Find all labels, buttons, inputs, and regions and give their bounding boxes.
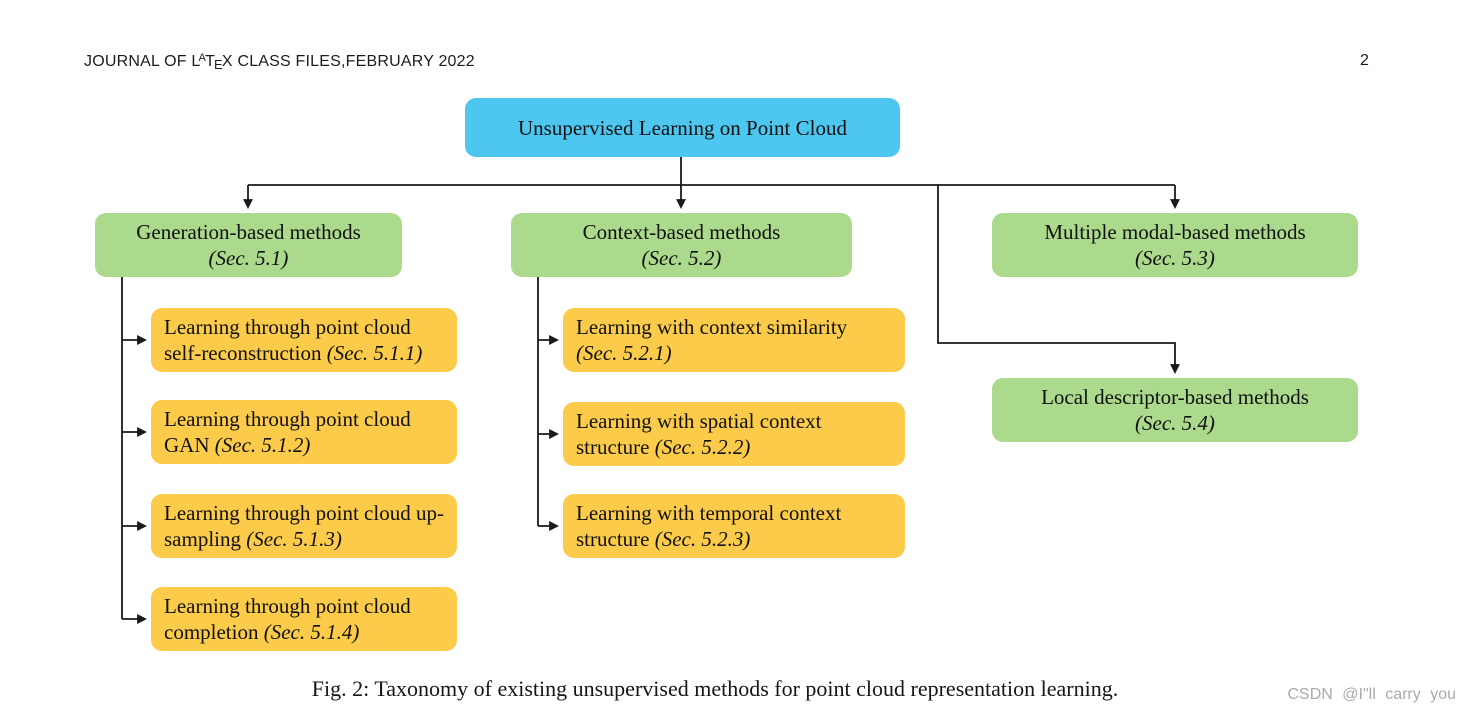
node-spatial-context-structure: Learning with spatial context structure … — [563, 402, 905, 466]
leaf-label: Learning with spatial context structure — [576, 409, 822, 459]
leaf-sec-label: (Sec. 5.1.2) — [214, 433, 311, 457]
category-sec-label: (Sec. 5.2) — [641, 246, 722, 270]
latex-logo: LATEX — [191, 52, 233, 73]
node-self-reconstruction: Learning through point cloud self-recons… — [151, 308, 457, 372]
node-local-descriptor-based: Local descriptor-based methods (Sec. 5.4… — [992, 378, 1358, 442]
category-label: Local descriptor-based methods — [1041, 385, 1309, 409]
node-gan: Learning through point cloud GAN (Sec. 5… — [151, 400, 457, 464]
category-sec-label: (Sec. 5.1) — [208, 246, 289, 270]
category-label: Context-based methods — [582, 220, 781, 244]
latex-a: A — [198, 52, 207, 64]
leaf-sec-label: (Sec. 5.2.2) — [654, 435, 751, 459]
node-up-sampling: Learning through point cloud up-sampling… — [151, 494, 457, 558]
leaf-label: Learning through point cloud GAN — [164, 407, 411, 457]
category-sec-label: (Sec. 5.4) — [1135, 411, 1215, 435]
journal-header-suffix: CLASS FILES,FEBRUARY 2022 — [232, 52, 475, 70]
csdn-watermark: CSDN @I"ll carry you — [1287, 686, 1457, 703]
figure-caption: Fig. 2: Taxonomy of existing unsupervise… — [311, 676, 1119, 701]
leaf-sec-label: (Sec. 5.2.3) — [654, 527, 751, 551]
node-multiple-modal-based: Multiple modal-based methods (Sec. 5.3) — [992, 213, 1358, 277]
leaf-sec-label: (Sec. 5.1.4) — [263, 620, 360, 644]
node-context-based: Context-based methods (Sec. 5.2) — [511, 213, 852, 277]
node-completion: Learning through point cloud completion … — [151, 587, 457, 651]
leaf-label: Learning through point cloud completion — [164, 594, 411, 644]
leaf-label: Learning with context similarity — [576, 315, 848, 339]
leaf-label: Learning through point cloud self-recons… — [164, 315, 411, 365]
category-label: Multiple modal-based methods — [1044, 220, 1306, 244]
latex-t: T — [205, 52, 216, 70]
journal-header: JOURNAL OF LATEX CLASS FILES,FEBRUARY 20… — [84, 52, 475, 72]
node-root-label: Unsupervised Learning on Point Cloud — [518, 115, 847, 140]
category-label: Generation-based methods — [136, 220, 361, 244]
node-generation-based: Generation-based methods (Sec. 5.1) — [95, 213, 402, 277]
leaf-sec-label: (Sec. 5.1.3) — [246, 527, 342, 551]
journal-header-prefix: JOURNAL OF — [84, 52, 192, 70]
node-root: Unsupervised Learning on Point Cloud — [465, 98, 900, 157]
leaf-label: Learning through point cloud up-sampling — [164, 501, 444, 551]
leaf-sec-label: (Sec. 5.1.1) — [326, 341, 423, 365]
latex-l: L — [191, 52, 201, 70]
category-sec-label: (Sec. 5.3) — [1135, 246, 1215, 270]
leaf-sec-label: (Sec. 5.2.1) — [576, 341, 672, 365]
leaf-label: Learning with temporal context structure — [576, 501, 842, 551]
latex-e: E — [214, 57, 223, 73]
node-temporal-context-structure: Learning with temporal context structure… — [563, 494, 905, 558]
latex-x: X — [221, 52, 233, 70]
node-context-similarity: Learning with context similarity (Sec. 5… — [563, 308, 905, 372]
page-number: 2 — [1360, 52, 1369, 69]
